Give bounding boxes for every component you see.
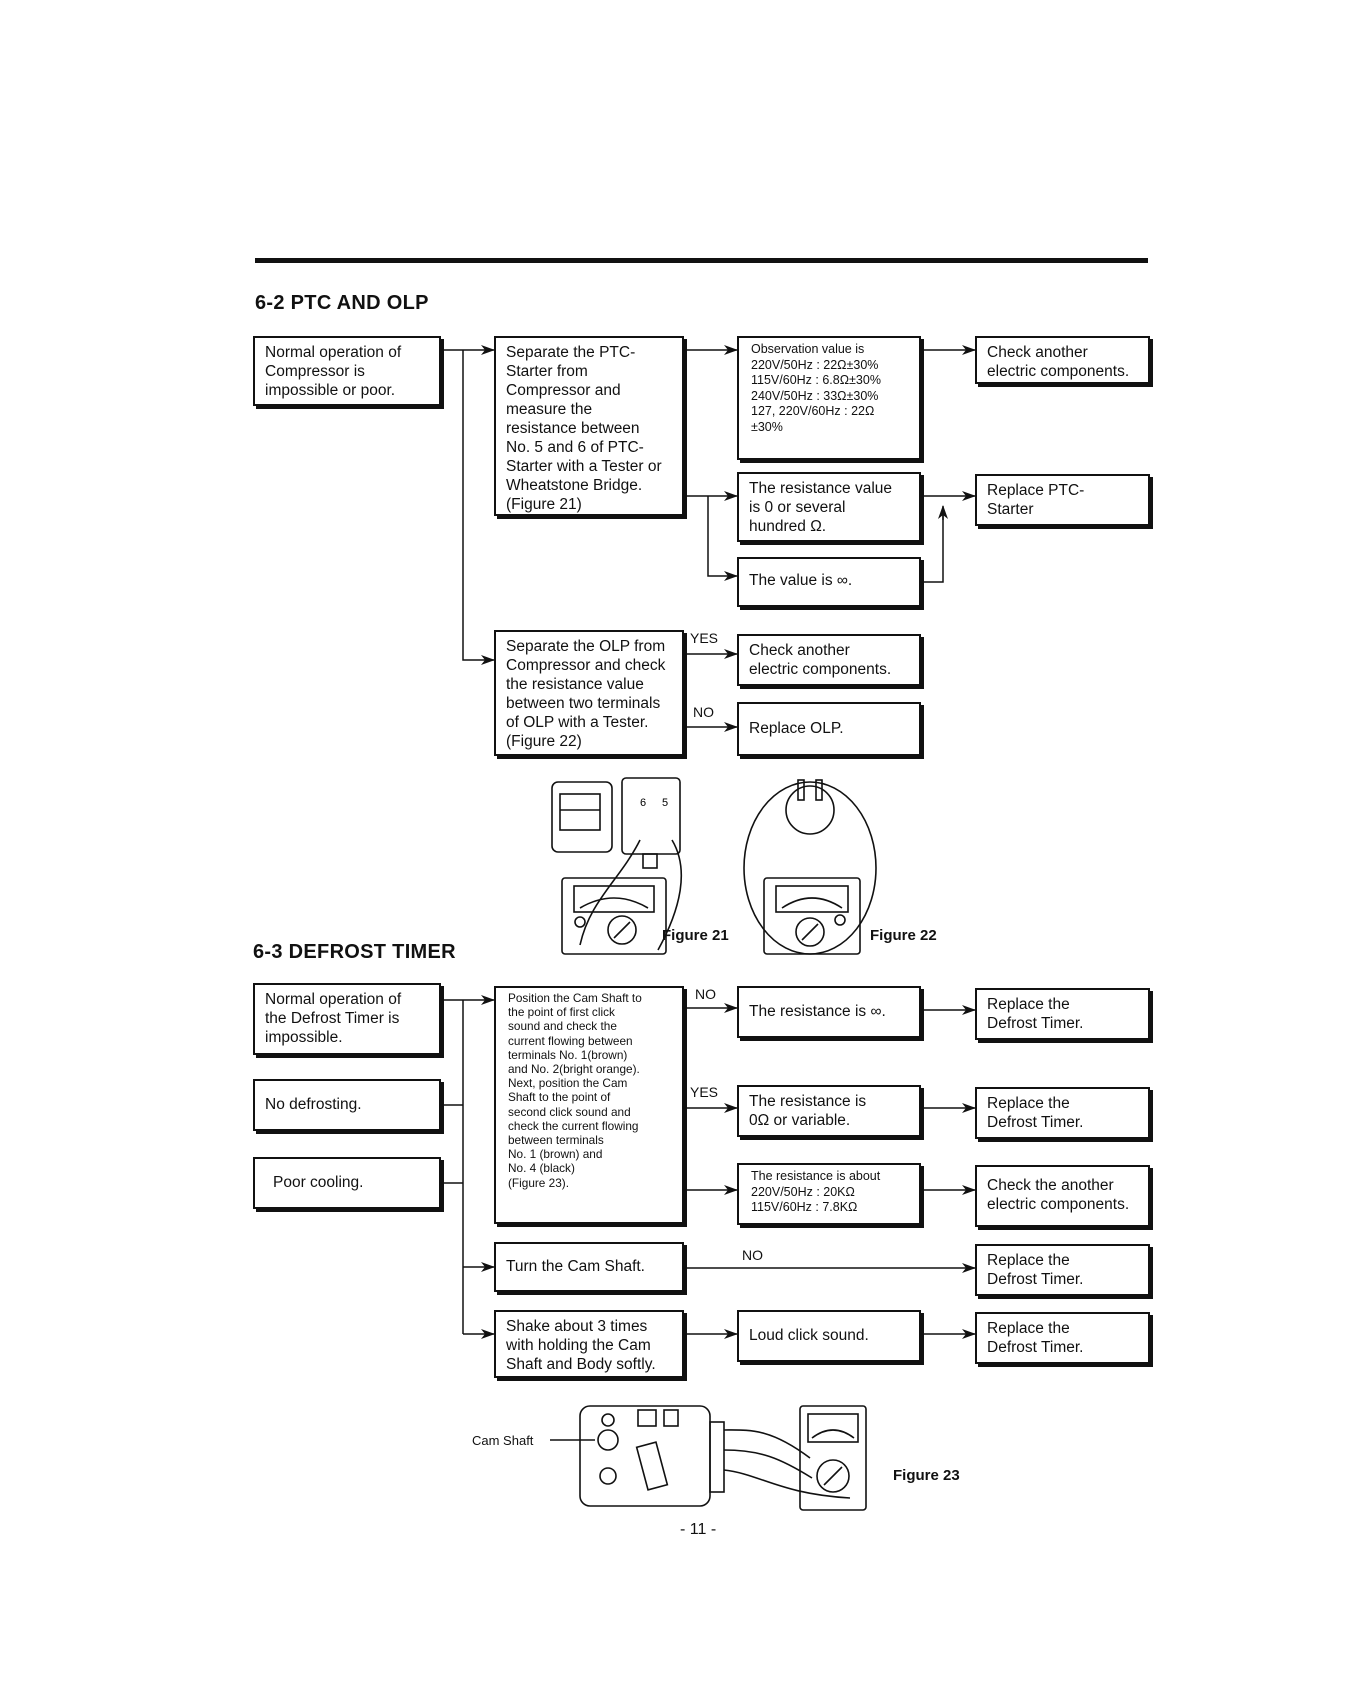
cam-yes-label: YES [690, 1084, 719, 1100]
observation-value-box: Observation value is 220V/50Hz : 22Ω±30%… [737, 336, 921, 460]
figure-22-label: Figure 22 [870, 927, 937, 944]
ptc-starter-tester-illustration: 6 5 [551, 777, 683, 955]
figure-23-label: Figure 23 [893, 1467, 960, 1484]
figure-21-label: Figure 21 [662, 927, 729, 944]
terminal-6-label: 6 [640, 797, 646, 809]
cam-shaft-label: Cam Shaft [472, 1433, 534, 1448]
page-number: - 11 - [680, 1521, 717, 1538]
start-compressor-box: Normal operation of Compressor is imposs… [253, 336, 441, 406]
check-another-components-box-3: Check the another electric components. [975, 1165, 1150, 1227]
olp-tester-illustration [743, 779, 877, 955]
replace-timer-box-4: Replace the Defrost Timer. [975, 1312, 1150, 1364]
position-cam-box: Position the Cam Shaft to the point of f… [494, 986, 684, 1224]
turn-cam-box: Turn the Cam Shaft. [494, 1242, 684, 1292]
resistance-infinite-box: The resistance is ∞. [737, 986, 921, 1038]
separate-olp-box: Separate the OLP from Compressor and che… [494, 630, 684, 756]
no-defrosting-box: No defrosting. [253, 1079, 441, 1131]
terminal-5-label: 5 [662, 797, 668, 809]
check-another-components-box-2: Check another electric components. [737, 634, 921, 686]
poor-cooling-box: Poor cooling. [253, 1157, 441, 1209]
replace-timer-box-2: Replace the Defrost Timer. [975, 1087, 1150, 1139]
olp-no-label: NO [693, 704, 714, 720]
replace-ptc-box: Replace PTC- Starter [975, 474, 1150, 526]
section-title-defrost-timer: 6-3 DEFROST TIMER [253, 941, 456, 963]
olp-yes-label: YES [690, 630, 719, 646]
value-infinite-box: The value is ∞. [737, 557, 921, 607]
resistance-zero-box: The resistance value is 0 or several hun… [737, 472, 921, 542]
replace-olp-box: Replace OLP. [737, 702, 921, 756]
check-another-components-box-1: Check another electric components. [975, 336, 1150, 384]
header-rule [255, 258, 1148, 263]
cam-no-label: NO [695, 986, 716, 1002]
defrost-timer-tester-illustration [550, 1405, 867, 1511]
replace-timer-box-3: Replace the Defrost Timer. [975, 1244, 1150, 1296]
turn-cam-no-label: NO [742, 1247, 763, 1263]
separate-ptc-box: Separate the PTC- Starter from Compresso… [494, 336, 684, 516]
loud-click-box: Loud click sound. [737, 1310, 921, 1362]
section-title-ptc-olp: 6-2 PTC AND OLP [255, 292, 429, 314]
defrost-impossible-box: Normal operation of the Defrost Timer is… [253, 983, 441, 1055]
resistance-zero-variable-box: The resistance is 0Ω or variable. [737, 1085, 921, 1137]
shake-box: Shake about 3 times with holding the Cam… [494, 1310, 684, 1378]
resistance-about-box: The resistance is about 220V/50Hz : 20KΩ… [737, 1163, 921, 1225]
replace-timer-box-1: Replace the Defrost Timer. [975, 988, 1150, 1040]
